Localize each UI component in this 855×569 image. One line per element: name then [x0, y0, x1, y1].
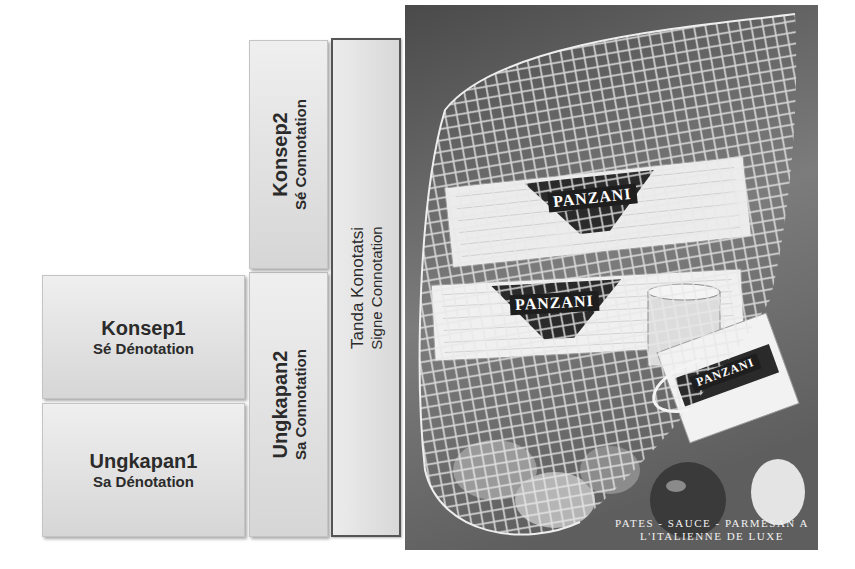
box-heading: Tanda Konotatsi — [347, 227, 367, 349]
box-subtitle: Sa Connotation — [292, 349, 310, 460]
advert-slogan: PATES - SAUCE - PARMESAN A L'ITALIENNE D… — [612, 517, 812, 542]
mushroom — [751, 459, 805, 525]
box-subtitle: Sa Dénotation — [93, 473, 194, 491]
expression-box: Ungkapan2Sa Connotation — [249, 272, 328, 537]
photo-ground — [405, 5, 818, 550]
brand-name: PANZANI — [689, 353, 761, 392]
concept-box: Konsep2Sé Connotation — [249, 40, 328, 269]
text-holder: Tanda KonotatsiSigne Connotation — [331, 38, 401, 537]
brand-name: PANZANI — [547, 183, 637, 213]
text-holder: Konsep2Sé Connotation — [249, 40, 328, 269]
box-heading: Ungkapan2 — [268, 351, 292, 459]
expression-box: Ungkapan1Sa Dénotation — [42, 403, 245, 537]
sign-box: Tanda KonotatsiSigne Connotation — [331, 38, 401, 537]
brand-name: PANZANI — [510, 291, 600, 316]
box-subtitle: Signe Connotation — [367, 226, 385, 349]
box-heading: Konsep2 — [268, 112, 292, 196]
box-heading: Ungkapan1 — [90, 449, 198, 473]
text-holder: Ungkapan2Sa Connotation — [249, 272, 328, 537]
net-rim — [420, 14, 795, 535]
string-net — [405, 5, 818, 550]
box-subtitle: Sé Connotation — [292, 99, 310, 210]
concept-box: Konsep1Sé Dénotation — [42, 275, 245, 399]
box-subtitle: Sé Dénotation — [93, 340, 194, 358]
box-heading: Konsep1 — [101, 316, 185, 340]
text-holder: Konsep1Sé Dénotation — [42, 275, 245, 399]
tomato-highlight — [666, 480, 686, 492]
text-holder: Ungkapan1Sa Dénotation — [42, 403, 245, 537]
